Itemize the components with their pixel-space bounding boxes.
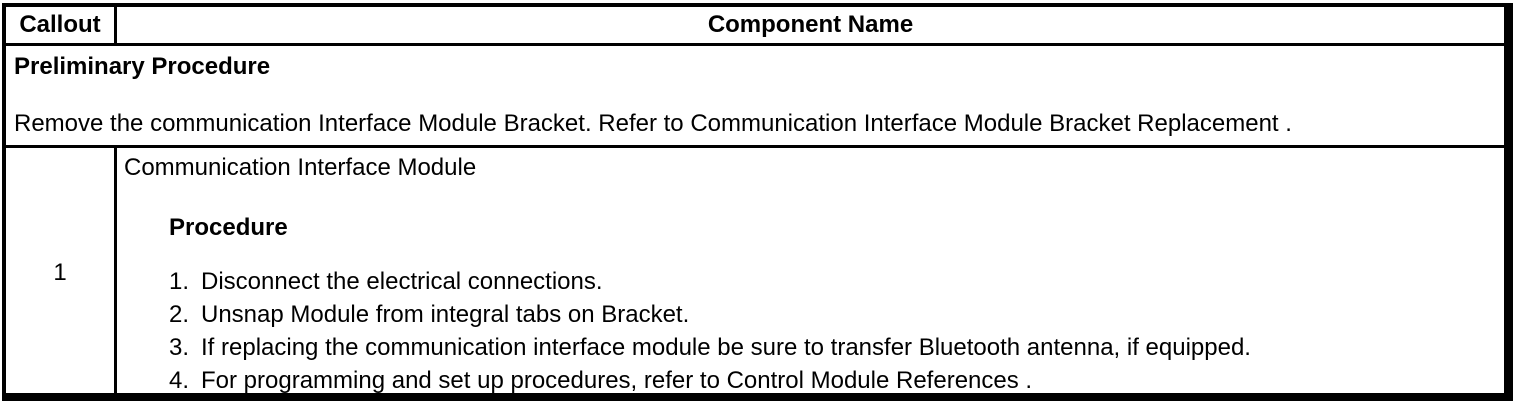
procedure-step: 1. Disconnect the electrical connections… xyxy=(169,265,1494,298)
component-cell: Communication Interface Module Procedure… xyxy=(117,148,1504,397)
table-header-row: Callout Component Name xyxy=(6,7,1504,46)
procedure-heading: Procedure xyxy=(169,214,288,241)
callout-number: 1 xyxy=(53,258,67,286)
procedure-step: 3. If replacing the communication interf… xyxy=(169,331,1494,364)
preliminary-procedure-title: Preliminary Procedure xyxy=(14,53,271,80)
procedure-step: 2. Unsnap Module from integral tabs on B… xyxy=(169,298,1494,331)
step-text: For programming and set up procedures, r… xyxy=(201,367,1033,394)
procedure-steps: 1. Disconnect the electrical connections… xyxy=(124,265,1494,397)
step-text: Disconnect the electrical connections. xyxy=(201,268,603,295)
component-table: Callout Component Name Preliminary Proce… xyxy=(2,3,1513,401)
step-text: If replacing the communication interface… xyxy=(201,334,1251,361)
step-text: Unsnap Module from integral tabs on Brac… xyxy=(201,301,690,328)
procedure-step: 4. For programming and set up procedures… xyxy=(169,364,1494,397)
callout-header-label: Callout xyxy=(19,11,101,38)
preliminary-procedure-text: Remove the communication Interface Modul… xyxy=(14,110,1292,137)
component-name-header-label: Component Name xyxy=(707,11,914,38)
table-row: 1 Communication Interface Module Procedu… xyxy=(6,148,1504,397)
step-number: 2. xyxy=(169,301,190,328)
step-number: 4. xyxy=(169,367,190,394)
preliminary-procedure-row: Preliminary Procedure Remove the communi… xyxy=(6,46,1504,148)
step-number: 1. xyxy=(169,268,190,295)
callout-cell: 1 xyxy=(6,148,117,397)
component-name-column-header: Component Name xyxy=(117,7,1504,43)
step-number: 3. xyxy=(169,334,190,361)
callout-column-header: Callout xyxy=(6,7,117,43)
component-name: Communication Interface Module xyxy=(124,154,477,181)
